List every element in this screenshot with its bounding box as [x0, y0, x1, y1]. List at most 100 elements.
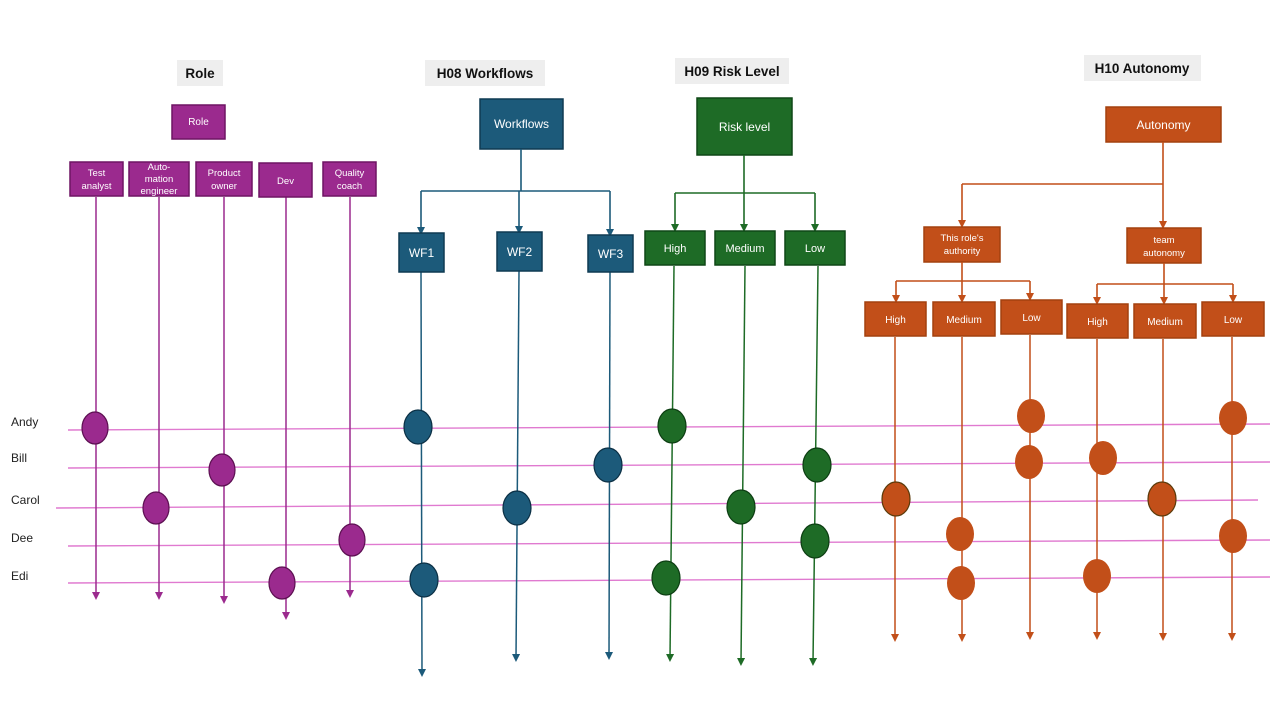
workflow-marker-carol: [502, 490, 532, 526]
risk-header-bg: [675, 58, 789, 84]
role-item-product-owner: [195, 161, 253, 197]
role-item-label-quality-coach-2: coach: [337, 181, 362, 192]
autonomy-root-label: Autonomy: [1136, 118, 1190, 132]
role-marker-carol: [142, 491, 170, 525]
autonomy-connector: [962, 142, 1164, 224]
role-authority-item-label-medium: Medium: [946, 315, 982, 326]
autonomy-group-label-team-autonomy-2: autonomy: [1143, 248, 1185, 259]
workflows-header-bg: [425, 60, 545, 86]
role-authority-marker-andy: [1017, 399, 1045, 433]
role-authority-item-label-high: High: [885, 315, 906, 326]
role-header-bg: [177, 60, 223, 86]
autonomy-root-box: [1105, 106, 1222, 143]
workflows-connector: [421, 149, 610, 192]
autonomy-group-label-role-authority: This role's: [941, 233, 984, 244]
workflows-header: H08 Workflows: [437, 66, 534, 81]
autonomy-header-bg: [1084, 55, 1201, 81]
role-item-label-automation-engineer: Auto-: [148, 162, 171, 173]
workflow-item-wf2: [496, 231, 543, 272]
autonomy-group-label-role-authority-2: authority: [944, 246, 981, 257]
workflow-marker-andy: [403, 409, 433, 445]
risk-item-label-high: High: [664, 243, 687, 255]
role-item-label-product-owner-2: owner: [211, 181, 237, 192]
team-autonomy-marker-edi: [1083, 559, 1111, 593]
risk-root-label: Risk level: [719, 120, 770, 134]
role-authority-connector: [896, 262, 1030, 282]
role-marker-dee: [338, 523, 366, 557]
team-autonomy-connector: [1097, 263, 1233, 285]
team-autonomy-marker-dee: [1219, 519, 1247, 553]
workflows-section: Workflows WF1 WF2 WF3: [398, 98, 634, 677]
workflow-item-label-wf3: WF3: [598, 247, 624, 261]
role-marker-bill: [208, 453, 236, 487]
team-autonomy-marker-carol: [1147, 481, 1177, 517]
person-name-bill: Bill: [11, 451, 27, 465]
workflow-item-label-wf1: WF1: [409, 246, 435, 260]
role-item-label-product-owner: Product: [208, 168, 241, 179]
autonomy-section: Autonomy This role's authority team auto…: [864, 106, 1265, 642]
role-item-automation-engineer: [128, 161, 190, 197]
risk-marker-carol: [726, 489, 756, 525]
role-authority-marker-edi: [947, 566, 975, 600]
risk-section: Risk level High Medium Low: [644, 97, 846, 666]
person-name-dee: Dee: [11, 531, 33, 545]
workflow-marker-bill: [593, 447, 623, 483]
role-authority-marker-carol: [881, 481, 911, 517]
person-rows: Andy Bill Carol Dee Edi: [11, 415, 1271, 584]
role-marker-edi: [268, 566, 296, 600]
autonomy-group-label-team-autonomy: team: [1153, 235, 1174, 246]
role-marker-andy: [81, 411, 109, 445]
autonomy-header: H10 Autonomy: [1095, 61, 1190, 76]
team-autonomy-item-low: [1201, 301, 1265, 337]
workflow-item-wf3: [587, 234, 634, 273]
autonomy-group-team-autonomy: [1126, 227, 1202, 264]
team-autonomy-item-high: [1066, 303, 1129, 339]
team-autonomy-item-label-medium: Medium: [1147, 317, 1183, 328]
team-autonomy-marker-andy: [1219, 401, 1247, 435]
risk-marker-edi: [651, 560, 681, 596]
risk-marker-andy: [657, 408, 687, 444]
person-line-bill: [67, 461, 1271, 469]
person-name-edi: Edi: [11, 569, 28, 583]
role-item-label-test-analyst: Test: [88, 168, 106, 179]
risk-marker-dee: [800, 523, 830, 559]
role-section: Role Test analyst Auto- mation engineer …: [69, 104, 377, 620]
role-authority-item-label-low: Low: [1022, 313, 1041, 324]
role-item-label-automation-engineer-3: engineer: [141, 186, 178, 197]
risk-header: H09 Risk Level: [684, 64, 779, 79]
person-name-carol: Carol: [11, 493, 40, 507]
workflow-line-wf1: [417, 271, 426, 677]
person-line-dee: [67, 539, 1271, 547]
team-autonomy-item-medium: [1133, 303, 1197, 339]
person-line-carol: [55, 499, 1259, 509]
workflow-marker-edi: [409, 562, 439, 598]
risk-marker-bill: [802, 447, 832, 483]
risk-line-medium: [737, 265, 746, 666]
autonomy-group-role-authority: [923, 226, 1001, 263]
role-authority-item-medium: [932, 301, 996, 337]
role-item-label-quality-coach: Quality: [335, 168, 365, 179]
risk-item-medium: [714, 230, 776, 266]
role-item-label-automation-engineer-2: mation: [145, 174, 174, 185]
role-root-label: Role: [188, 117, 209, 128]
role-root-box: [171, 104, 226, 140]
risk-item-high: [644, 230, 706, 266]
workflows-root-label: Workflows: [494, 117, 549, 131]
workflows-root-box: [479, 98, 564, 150]
workflow-item-label-wf2: WF2: [507, 245, 533, 259]
risk-item-label-medium: Medium: [725, 243, 764, 255]
risk-line-high: [666, 265, 675, 662]
role-authority-item-low: [1000, 299, 1063, 335]
role-authority-marker-dee: [946, 517, 974, 551]
role-item-label-dev: Dev: [277, 176, 294, 187]
role-header: Role: [185, 66, 215, 81]
role-authority-item-high: [864, 301, 927, 337]
person-name-andy: Andy: [11, 415, 38, 429]
team-autonomy-item-label-high: High: [1087, 317, 1108, 328]
role-item-test-analyst: [69, 161, 124, 197]
team-autonomy-marker-bill: [1089, 441, 1117, 475]
workflow-line-wf2: [512, 270, 521, 662]
workflow-item-wf1: [398, 232, 445, 273]
risk-root-box: [696, 97, 793, 156]
